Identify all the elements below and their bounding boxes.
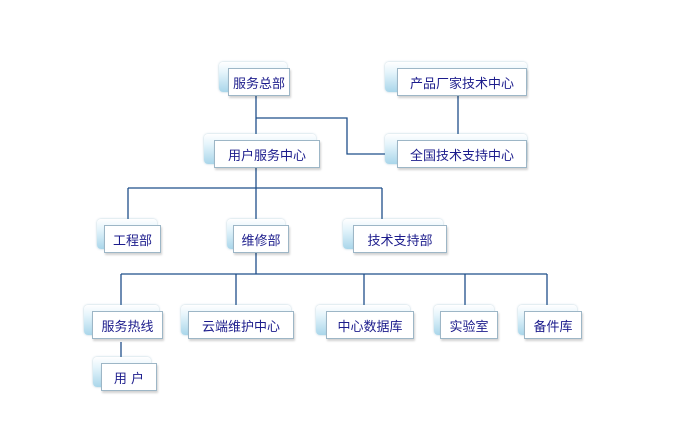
node-label: 维修部 (241, 233, 281, 249)
connector (256, 117, 390, 155)
node-label: 技术支持部 (367, 233, 433, 249)
node-label: 备件库 (533, 319, 573, 335)
node-label: 云端维护中心 (201, 319, 280, 335)
node-label: 工程部 (112, 233, 152, 249)
node-label: 用户服务中心 (227, 148, 306, 164)
node-label: 服务总部 (232, 76, 285, 92)
node-label: 用 户 (113, 371, 145, 387)
node-label: 服务热线 (101, 319, 154, 335)
node-label: 全国技术支持中心 (409, 148, 514, 164)
node-label: 实验室 (449, 319, 489, 335)
node-label: 中心数据库 (337, 319, 403, 335)
node-label: 产品厂家技术中心 (409, 76, 514, 92)
